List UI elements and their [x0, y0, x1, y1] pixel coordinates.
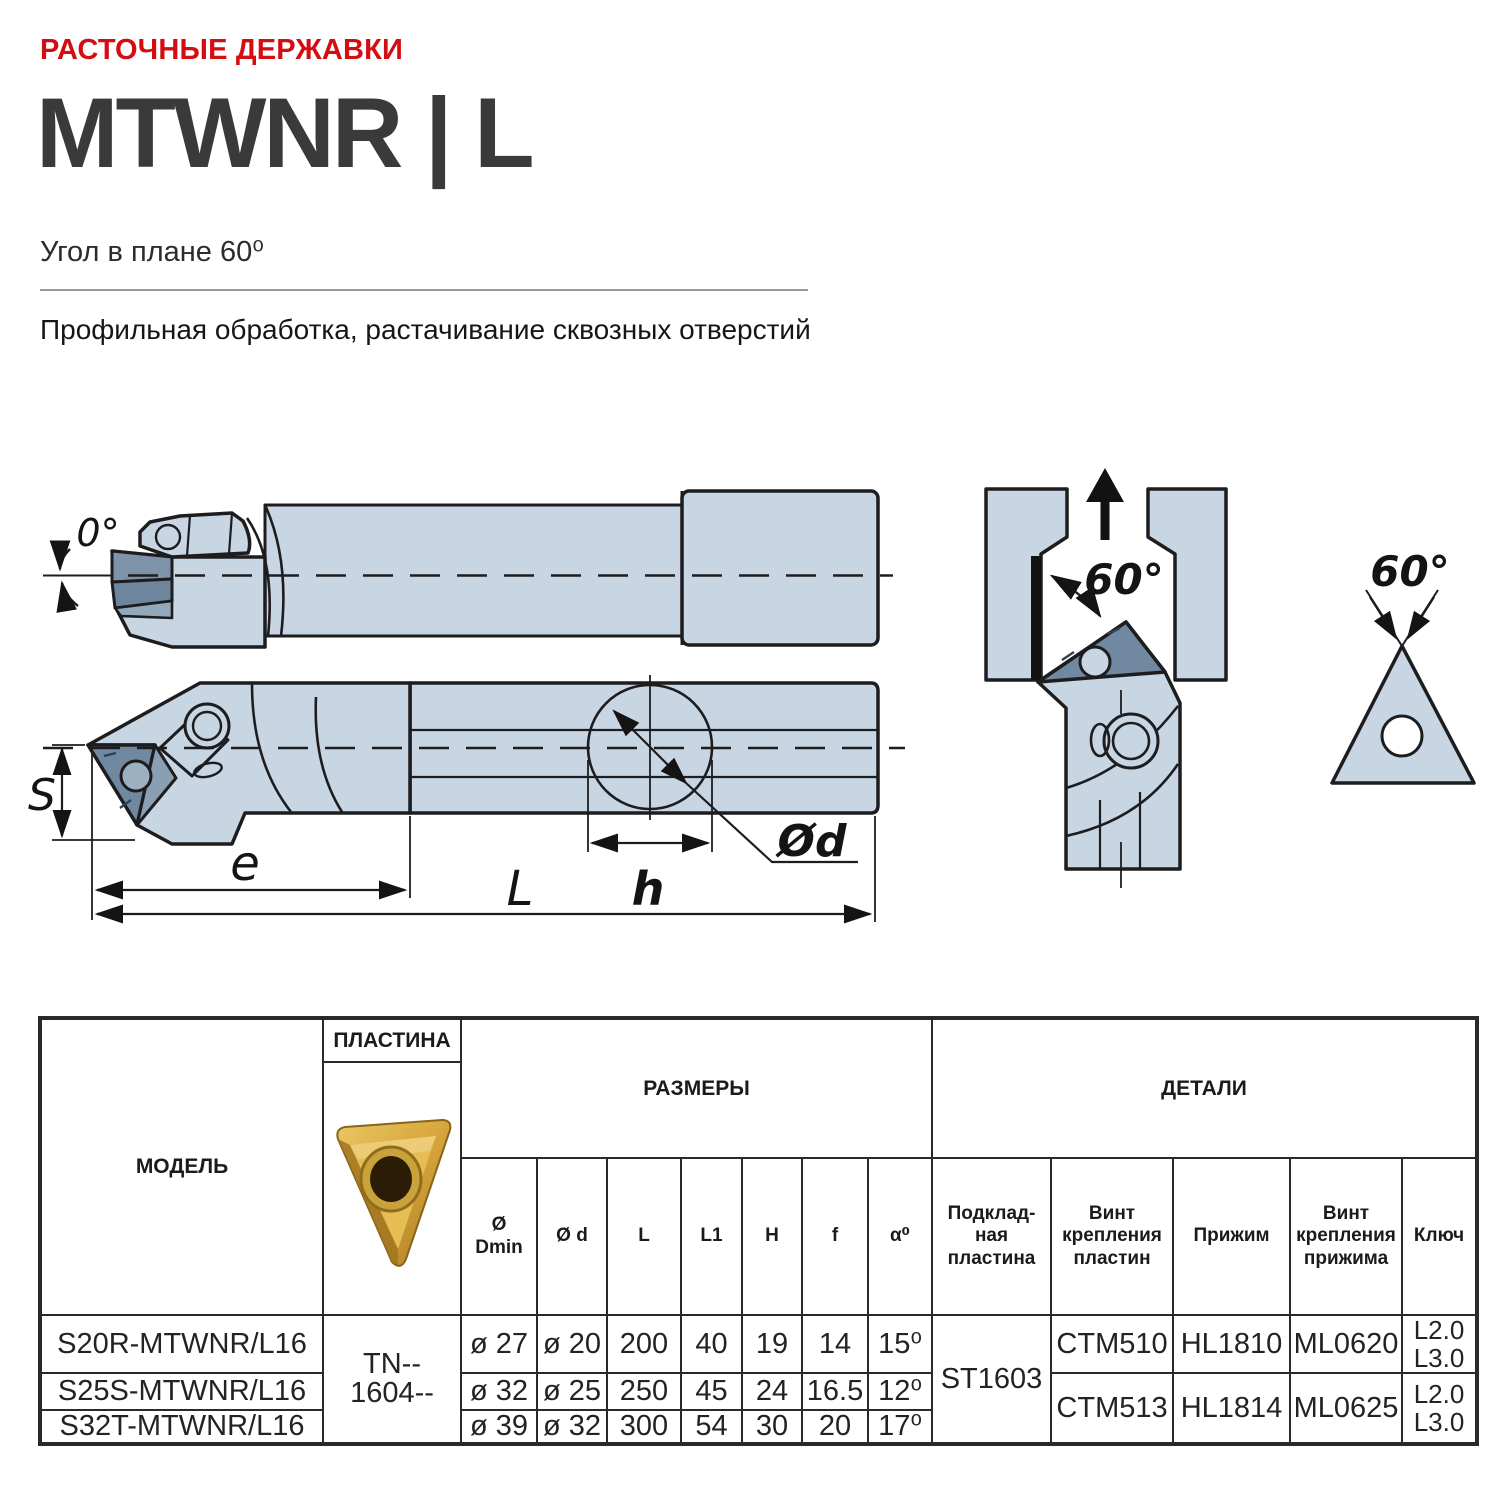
cell-model: S20R-MTWNR/L16: [39, 1313, 324, 1375]
cell-shim: ST1603: [931, 1313, 1053, 1446]
subheader-key: Ключ: [1401, 1157, 1479, 1316]
cell-insert-screw: CTM510: [1050, 1313, 1175, 1375]
view-slot: 60°: [984, 468, 1228, 888]
subheader-shim: Подклад- ная пластина: [931, 1157, 1053, 1316]
table-row: S32T-MTWNR/L16 ø 39 ø 32 300 54 30 20 17…: [39, 1409, 1477, 1446]
subheader-alpha: α⁰: [866, 1157, 934, 1316]
header-details-group: ДЕТАЛИ: [931, 1017, 1479, 1159]
dim-d-label: Ød: [775, 816, 847, 867]
cell-clamp: HL1814: [1172, 1372, 1292, 1446]
subheader-f: f: [801, 1157, 869, 1316]
header-dimensions-group: РАЗМЕРЫ: [459, 1017, 934, 1159]
subheader-insert-screw: Винт крепления пластин: [1050, 1157, 1175, 1316]
dim-h-label: h: [632, 862, 665, 916]
cell-plate-code: TN-- 1604--: [322, 1313, 462, 1446]
cell-f: 14: [801, 1313, 869, 1375]
table-row: S20R-MTWNR/L16 TN-- 1604-- ø 27 ø 20 200…: [39, 1313, 1479, 1446]
cell-model: S25S-MTWNR/L16: [39, 1372, 324, 1412]
cell-l1: 40: [680, 1313, 743, 1375]
table-row: S25S-MTWNR/L16 ø 32 ø 25 250 45 24 16.5 …: [39, 1372, 1479, 1446]
subheader-l: L: [606, 1157, 682, 1316]
cell-l: 200: [606, 1313, 682, 1375]
cell-h: 24: [741, 1372, 803, 1412]
subheader-l1: L1: [680, 1157, 743, 1316]
subheader-d: Ø d: [536, 1157, 608, 1316]
header-model: МОДЕЛЬ: [39, 1017, 324, 1316]
cell-dmin: ø 27: [460, 1313, 538, 1375]
view-side: Ød h S e L: [28, 675, 905, 924]
cell-l: 250: [606, 1372, 682, 1412]
cell-insert-screw: CTM513: [1050, 1372, 1175, 1446]
cell-clamp-screw: ML0620: [1289, 1313, 1404, 1375]
cell-d: ø 20: [536, 1313, 608, 1375]
dim-s-label: S: [28, 770, 56, 821]
cell-clamp-screw: ML0625: [1289, 1372, 1404, 1446]
cell-alpha: 15⁰: [866, 1313, 934, 1375]
cell-l: 300: [606, 1409, 682, 1446]
cell-dmin: ø 32: [460, 1372, 538, 1412]
subheader-clamp-screw: Винт крепления прижима: [1289, 1157, 1404, 1316]
cell-d: ø 25: [536, 1372, 608, 1412]
plan-angle-note: Угол в плане 60⁰: [40, 236, 264, 268]
cell-l1: 45: [680, 1372, 743, 1412]
cell-f: 20: [801, 1409, 869, 1446]
cell-key: L2.0 L3.0: [1401, 1313, 1479, 1375]
header-plate: ПЛАСТИНА: [322, 1017, 462, 1063]
cell-h: 30: [741, 1409, 803, 1446]
insert-angle-label: 60°: [1370, 547, 1449, 596]
dim-e-label: e: [230, 836, 260, 892]
slot-angle-label: 60°: [1084, 555, 1163, 604]
page-title: MTWNR | L: [36, 77, 535, 188]
technical-drawing: 0°: [28, 468, 1476, 924]
divider-line: [40, 289, 808, 291]
cell-key: L2.0 L3.0: [1401, 1372, 1479, 1446]
rake-angle-label: 0°: [76, 511, 119, 555]
cell-d: ø 32: [536, 1409, 608, 1446]
plate-photo: [336, 1118, 452, 1267]
application-description: Профильная обработка, растачивание сквоз…: [40, 314, 811, 345]
subheader-dmin: Ø Dmin: [460, 1157, 538, 1316]
view-insert: 60°: [1330, 547, 1476, 785]
cell-model: S32T-MTWNR/L16: [39, 1409, 324, 1446]
subheader-h: H: [741, 1157, 803, 1316]
cell-alpha: 17⁰: [866, 1409, 934, 1446]
cell-alpha: 12⁰: [866, 1372, 934, 1412]
cell-f: 16.5: [801, 1372, 869, 1412]
cell-h: 19: [741, 1313, 803, 1375]
category-heading: РАСТОЧНЫЕ ДЕРЖАВКИ: [40, 34, 404, 66]
cell-clamp: HL1810: [1172, 1313, 1292, 1375]
dim-l-label: L: [507, 861, 534, 917]
view-top: 0°: [43, 489, 893, 649]
plate-photo-cell: [322, 1061, 462, 1316]
spec-table: МОДЕЛЬ ПЛАСТИНА РАЗМЕРЫ ДЕТАЛИ: [38, 1016, 1480, 1447]
cell-l1: 54: [680, 1409, 743, 1446]
subheader-clamp: Прижим: [1172, 1157, 1292, 1316]
cell-dmin: ø 39: [460, 1409, 538, 1446]
